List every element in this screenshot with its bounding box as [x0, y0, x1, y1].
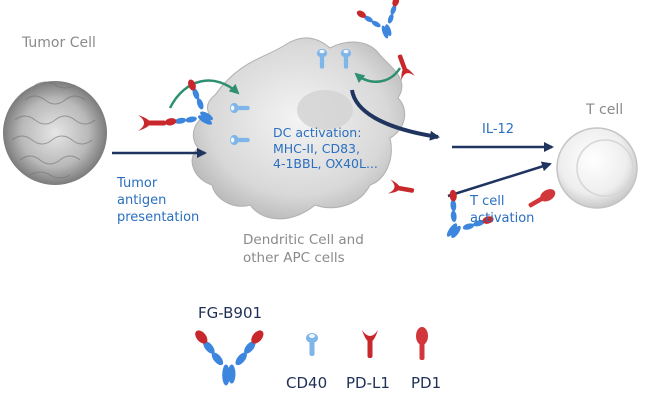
- pdl1-receptor-tumor: [138, 115, 166, 131]
- dc-activation-label: DC activation: MHC-II, CD83, 4-1BBL, OX4…: [273, 125, 378, 172]
- tumor-antigen-label: Tumor antigen presentation: [117, 176, 199, 227]
- legend-pd1-label: PD1: [411, 374, 441, 392]
- pdl1-receptor-dc-right: [388, 179, 415, 198]
- tumor-cell: [3, 81, 107, 185]
- t-cell: [557, 128, 637, 208]
- legend-pdl1-label: PD-L1: [346, 374, 390, 392]
- dendritic-cell-nucleus: [297, 90, 353, 130]
- legend-pd1-icon: [416, 327, 428, 360]
- antibody-top: [354, 0, 412, 46]
- t-cell-label: T cell: [586, 102, 623, 119]
- legend-antibody-label: FG-B901: [198, 304, 262, 322]
- dendritic-cell-label: Dendritic Cell and other APC cells: [243, 231, 364, 267]
- tumor-cell-label: Tumor Cell: [22, 35, 96, 52]
- t-cell-activation-label: T cell activation: [470, 194, 534, 228]
- legend-cd40-label: CD40: [286, 374, 327, 392]
- t-cell-activation-arrow: [448, 164, 550, 196]
- il12-label: IL-12: [482, 122, 514, 138]
- legend-antibody-icon: [193, 328, 266, 385]
- legend-pdl1-icon: [362, 330, 378, 358]
- legend-cd40-icon: [306, 333, 318, 356]
